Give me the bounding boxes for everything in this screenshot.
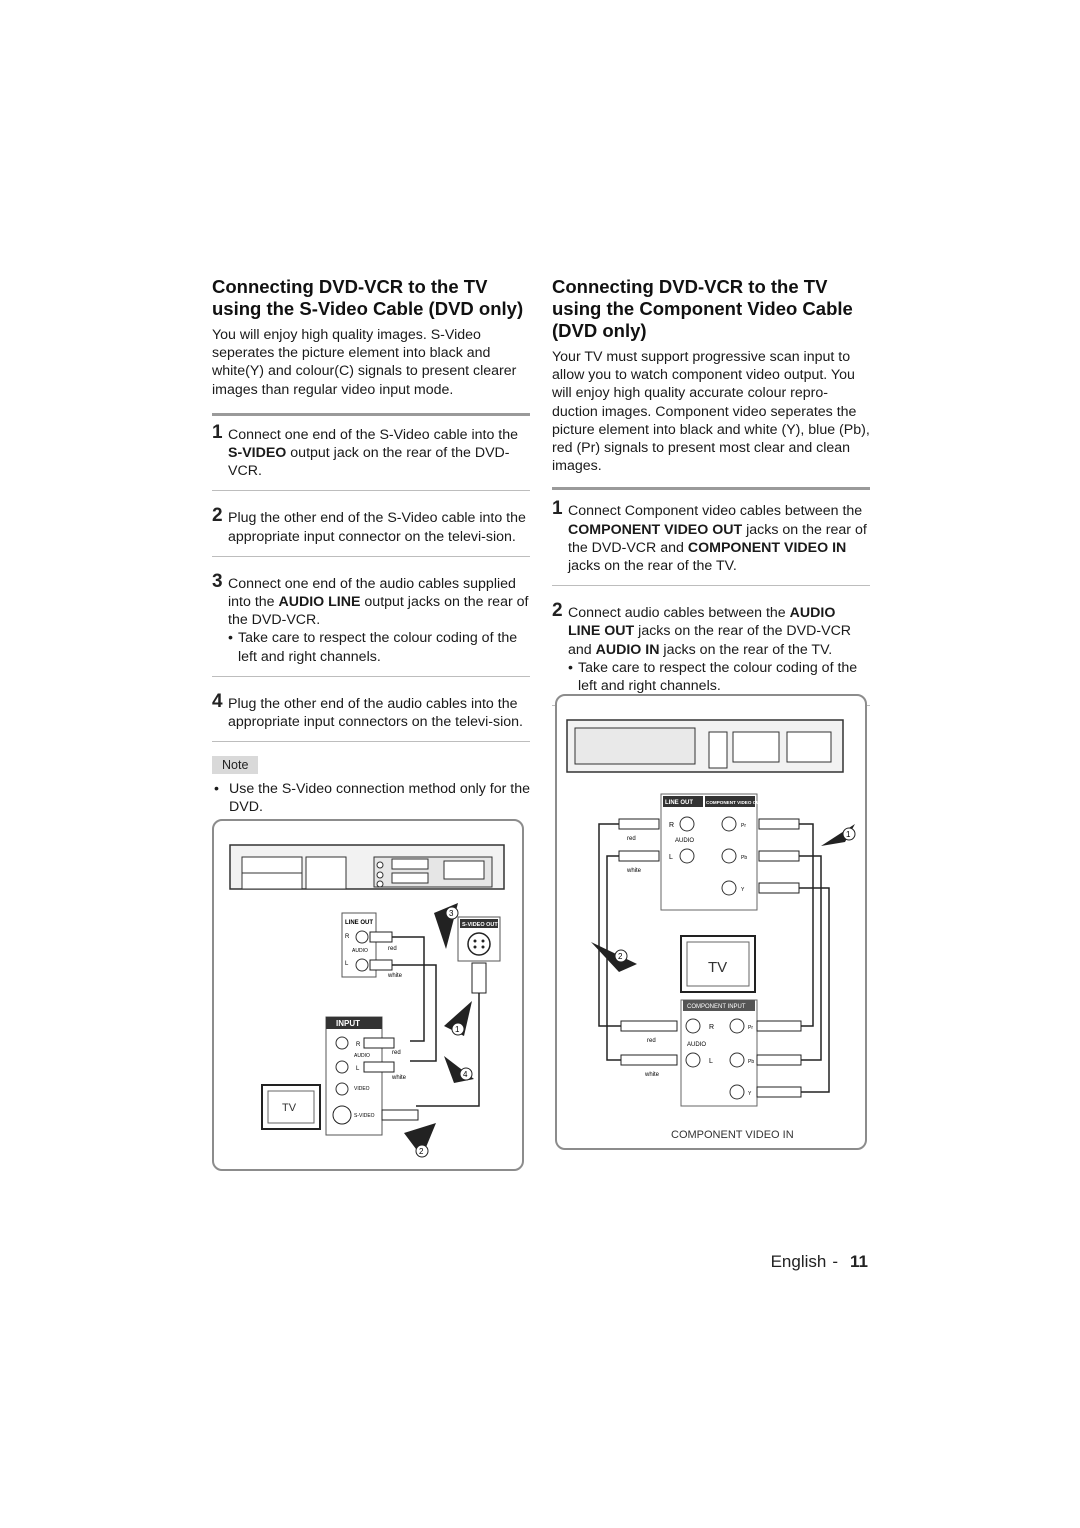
left-step-3: 3 Connect one end of the audio cables su… — [212, 570, 529, 629]
line-out-label: LINE OUT — [345, 920, 373, 926]
dvd-vcr-rear-panel — [566, 719, 844, 773]
step-number: 3 — [212, 570, 223, 592]
step-divider — [552, 585, 870, 587]
left-intro: You will enjoy high quality images. S-Vi… — [212, 327, 517, 398]
tv-component-input-panel: COMPONENT INPUT R AUDIO L Pr Pb Y red wh… — [620, 999, 802, 1107]
red-label: red — [388, 946, 397, 952]
white-label: white — [387, 973, 403, 979]
svg-text:AUDIO: AUDIO — [687, 1042, 706, 1048]
svg-text:Pb: Pb — [748, 1059, 754, 1065]
marker-2: 2 — [618, 952, 623, 961]
right-step-1: 1 Connect Component video cables between… — [552, 498, 867, 575]
component-diagram-svg: LINE OUT COMPONENT VIDEO OUT R AUDIO L P… — [566, 719, 856, 1141]
l-label: L — [669, 854, 673, 861]
left-step-3-sub: Take care to respect the colour coding o… — [212, 629, 530, 665]
line-out-label: LINE OUT — [665, 800, 693, 806]
page-footer: English-11 — [771, 1252, 868, 1272]
svg-text:Pr: Pr — [748, 1025, 753, 1031]
audio-label: AUDIO — [675, 838, 694, 844]
step-number: 2 — [552, 600, 563, 622]
step-divider — [212, 490, 530, 492]
component-connection-diagram: LINE OUT COMPONENT VIDEO OUT R AUDIO L P… — [555, 694, 867, 1150]
svideo-diagram-svg: LINE OUT R AUDIO L red white S-VIDEO OUT — [229, 844, 505, 1158]
note-badge: Note — [212, 756, 259, 775]
svideo-label: S-VIDEO — [354, 1113, 375, 1119]
audio-label: AUDIO — [352, 948, 368, 954]
section-divider — [212, 412, 530, 416]
page-number: 11 — [850, 1252, 868, 1271]
marker-2: 2 — [419, 1147, 424, 1156]
svg-text:L: L — [356, 1066, 360, 1072]
tv-label: TV — [708, 959, 727, 976]
right-column: Connecting DVD-VCR to the TV using the C… — [552, 276, 870, 707]
component-video-in-caption: COMPONENT VIDEO IN — [671, 1129, 794, 1141]
svg-text:Pb: Pb — [741, 855, 747, 861]
svideo-out-panel: S-VIDEO OUT — [416, 916, 501, 1107]
svg-text:L: L — [709, 1058, 713, 1065]
step-number: 1 — [212, 421, 223, 443]
marker-4: 4 — [463, 1070, 468, 1079]
tv-input-panel: INPUT R AUDIO L VIDEO S-VIDEO red white — [325, 1016, 419, 1136]
marker-1: 1 — [846, 830, 851, 839]
svg-text:Y: Y — [741, 887, 745, 893]
l-label: L — [345, 961, 349, 967]
red-label: red — [627, 836, 636, 842]
left-step-2: 2 Plug the other end of the S-Video cabl… — [212, 505, 526, 545]
white-label: white — [626, 868, 642, 874]
svideo-out-label: S-VIDEO OUT — [462, 922, 498, 928]
audio-cable: red white — [369, 931, 437, 1062]
section-divider — [552, 487, 870, 491]
svg-text:white: white — [391, 1075, 407, 1081]
left-step-4: 4 Plug the other end of the audio cables… — [212, 690, 523, 731]
step-divider — [212, 675, 530, 677]
component-video-cable — [758, 818, 830, 1093]
svg-text:Pr: Pr — [741, 823, 746, 829]
line-out-panel: LINE OUT R AUDIO L — [341, 912, 377, 978]
step-number: 4 — [212, 690, 223, 712]
marker-3: 3 — [449, 909, 454, 918]
tv-illustration: TV — [261, 1084, 321, 1130]
step-divider — [212, 741, 530, 743]
svg-text:R: R — [709, 1024, 714, 1031]
footer-dash: - — [832, 1252, 839, 1271]
step-divider — [212, 555, 530, 557]
right-step-2: 2 Connect audio cables between the AUDIO… — [552, 600, 852, 658]
component-out-label: COMPONENT VIDEO OUT — [706, 800, 763, 805]
dvd-vcr-rear-panel — [229, 844, 505, 890]
right-intro: Your TV must support progressive scan in… — [552, 349, 870, 475]
r-label: R — [669, 822, 674, 829]
step-number: 2 — [212, 505, 223, 527]
left-column: Connecting DVD-VCR to the TV using the S… — [212, 276, 530, 817]
marker-1: 1 — [455, 1025, 460, 1034]
output-panel: LINE OUT COMPONENT VIDEO OUT R AUDIO L P… — [660, 793, 763, 911]
component-input-label: COMPONENT INPUT — [687, 1004, 746, 1010]
right-section-title: Connecting DVD-VCR to the TV using the C… — [552, 276, 853, 341]
right-step-2-sub: Take care to respect the colour coding o… — [552, 659, 870, 695]
tv-illustration: TV — [680, 935, 756, 993]
svg-text:Y: Y — [748, 1091, 752, 1097]
svg-text:white: white — [644, 1072, 660, 1078]
step-markers: 3 1 4 2 — [404, 903, 474, 1158]
step-number: 1 — [552, 498, 563, 520]
note-text: Use the S-Video connection method only f… — [212, 780, 530, 816]
footer-language: English — [770, 1252, 827, 1271]
input-label: INPUT — [336, 1019, 360, 1028]
step-markers: 1 2 — [591, 824, 856, 972]
svg-text:red: red — [647, 1038, 656, 1044]
svg-text:AUDIO: AUDIO — [354, 1053, 370, 1059]
video-label: VIDEO — [354, 1086, 370, 1092]
svg-text:red: red — [392, 1050, 401, 1056]
left-step-1: 1 Connect one end of the S-Video cable i… — [212, 421, 519, 480]
svg-text:R: R — [356, 1042, 361, 1048]
svideo-connection-diagram: LINE OUT R AUDIO L red white S-VIDEO OUT — [212, 819, 524, 1171]
r-label: R — [345, 934, 350, 940]
left-section-title: Connecting DVD-VCR to the TV using the S… — [212, 276, 524, 319]
tv-label: TV — [282, 1102, 297, 1114]
